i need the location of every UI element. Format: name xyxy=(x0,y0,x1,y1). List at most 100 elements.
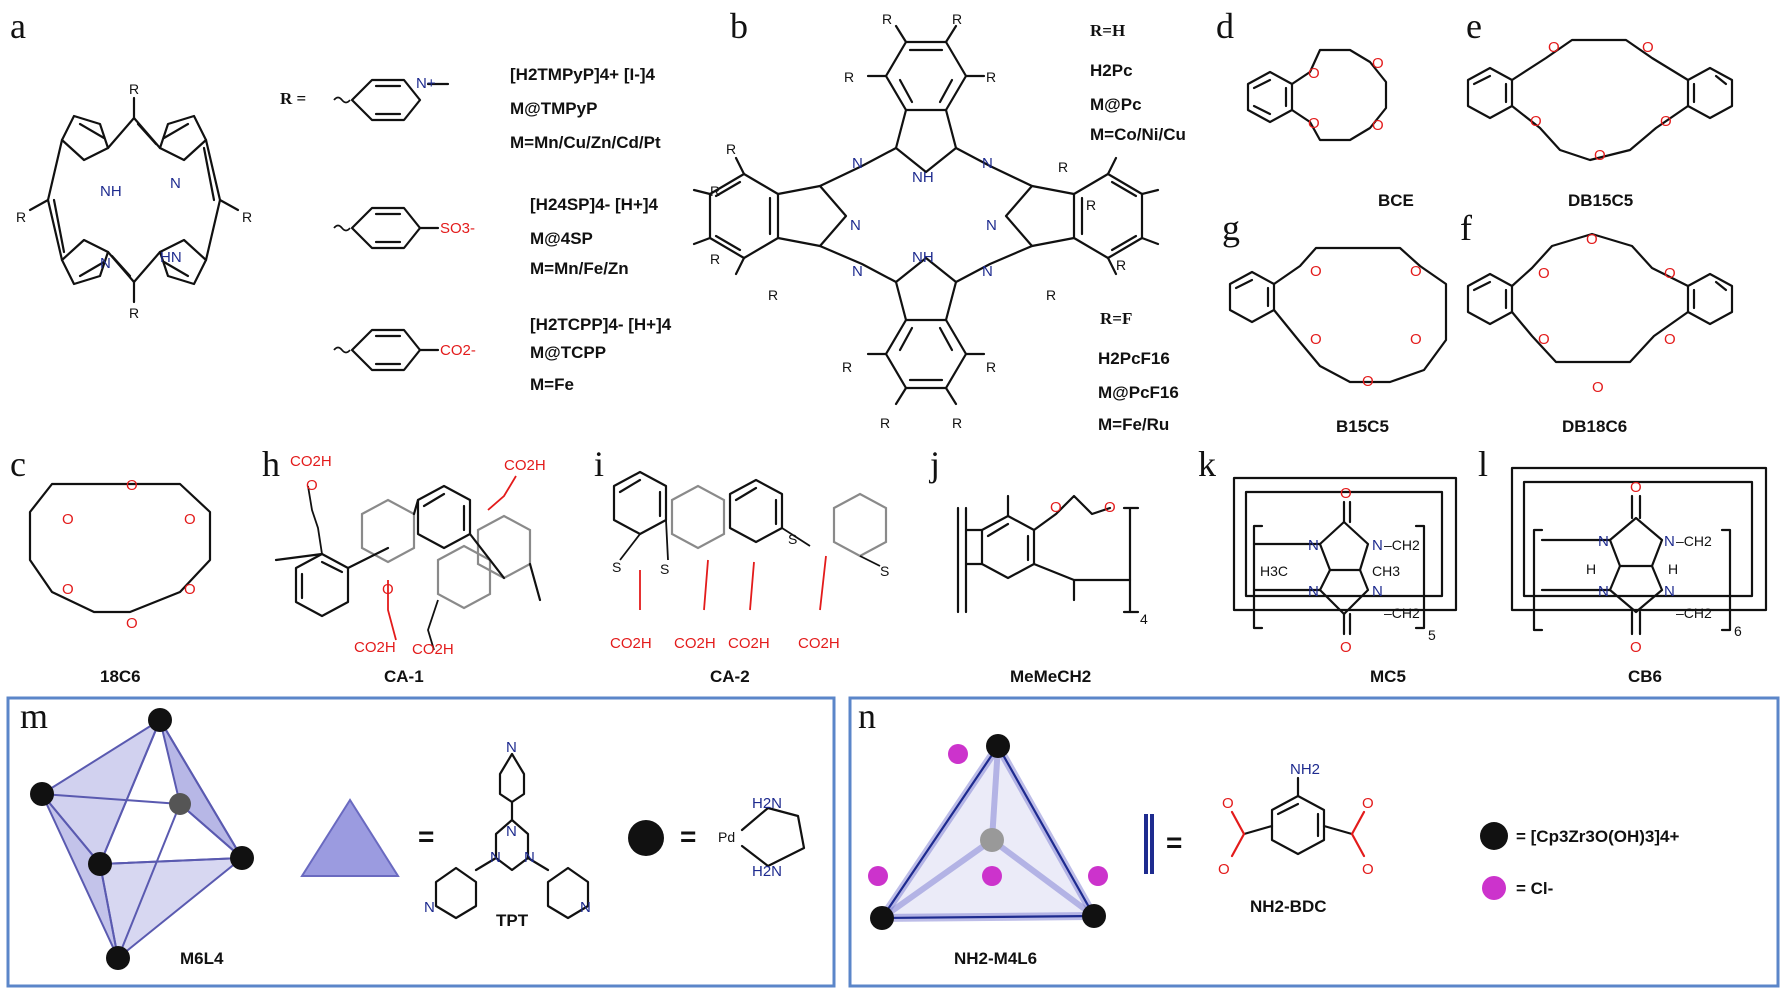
r-equals-label: R = xyxy=(280,89,306,108)
tpt-n-top: N xyxy=(506,739,517,756)
bce-o1: O xyxy=(1308,65,1320,82)
svg-text:R: R xyxy=(768,287,778,303)
nh2-m4l6-label: NH2-M4L6 xyxy=(954,949,1037,968)
porphyrin-r-left: R xyxy=(16,209,26,225)
porphyrin-structure xyxy=(28,96,240,304)
db18c6-structure xyxy=(1466,232,1734,364)
4sp-name: M@4SP xyxy=(530,229,593,248)
b15c5-name: B15C5 xyxy=(1336,417,1389,436)
b15c5-o3: O xyxy=(1310,331,1322,348)
bdc-o1: O xyxy=(1222,795,1234,812)
svg-text:R: R xyxy=(1086,197,1096,213)
db18c6-o5: O xyxy=(1664,331,1676,348)
tpt-n-left: N xyxy=(424,899,435,916)
ca2-structure xyxy=(612,470,888,611)
tpt-n-1: N xyxy=(506,823,517,840)
memech2-o2: O xyxy=(1104,499,1116,516)
memech2-structure xyxy=(956,494,1140,614)
mc5-o1: O xyxy=(1340,485,1352,502)
nh2-bdc-label: NH2-BDC xyxy=(1250,897,1327,916)
ca1-o-top: O xyxy=(306,477,318,494)
carboxylate-label: CO2- xyxy=(440,342,476,359)
porphyrin-n-bottom: N xyxy=(100,255,111,272)
pc-rh-label: R=H xyxy=(1090,21,1125,40)
svg-text:NH: NH xyxy=(912,169,934,186)
pyridinium-substituent xyxy=(333,78,450,122)
cb6-name: CB6 xyxy=(1628,667,1662,686)
svg-text:R: R xyxy=(710,183,720,199)
memech2-name: MeMeCH2 xyxy=(1010,667,1091,686)
svg-text:NH: NH xyxy=(912,249,934,266)
panel-letter-b: b xyxy=(730,6,748,46)
porphyrin-hn: HN xyxy=(160,249,182,266)
panel-letter-j: j xyxy=(928,444,940,484)
carboxylate-substituent xyxy=(333,328,440,372)
ca2-co2h-4: CO2H xyxy=(798,635,840,652)
memech2-o1: O xyxy=(1050,499,1062,516)
18c6-o5: O xyxy=(62,581,74,598)
svg-text:R: R xyxy=(882,11,892,27)
svg-text:N: N xyxy=(982,155,993,172)
ca1-structure xyxy=(274,475,542,651)
mc5-structure xyxy=(1232,476,1458,636)
tpt-n-right: N xyxy=(580,899,591,916)
panel-letter-h: h xyxy=(262,444,280,484)
cb6-ch2-2: –CH2 xyxy=(1676,605,1712,621)
bdc-o3: O xyxy=(1362,795,1374,812)
bdc-nh2: NH2 xyxy=(1290,761,1320,778)
db18c6-o1: O xyxy=(1538,265,1550,282)
ca1-co2h-3: CO2H xyxy=(354,639,396,656)
18c6-o4: O xyxy=(126,615,138,632)
mc5-sub: 5 xyxy=(1428,627,1436,643)
db18c6-name: DB18C6 xyxy=(1562,417,1627,436)
svg-text:R: R xyxy=(726,141,736,157)
panel-n-box xyxy=(848,696,1780,988)
mc5-n3: N xyxy=(1308,583,1319,600)
phthalocyanine-n-labels: N N N N NH NH N N xyxy=(850,155,997,280)
chloride-icon xyxy=(1482,876,1506,900)
18c6-name: 18C6 xyxy=(100,667,141,686)
mc5-name: MC5 xyxy=(1370,667,1406,686)
ca2-s2: S xyxy=(660,561,669,577)
cb6-n2: N xyxy=(1664,533,1675,550)
panel-letter-m: m xyxy=(20,696,48,736)
ca1-o-bottom: O xyxy=(382,581,394,598)
ca2-s1: S xyxy=(612,559,621,575)
panel-letter-l: l xyxy=(1478,444,1488,484)
ca2-co2h-1: CO2H xyxy=(610,635,652,652)
db15c5-name: DB15C5 xyxy=(1568,191,1633,210)
svg-text:R: R xyxy=(986,359,996,375)
bdc-o4: O xyxy=(1362,861,1374,878)
m-equals-1: = xyxy=(418,821,434,852)
tcpp-name: M@TCPP xyxy=(530,343,606,362)
ligand-bar-icon xyxy=(1144,814,1154,874)
svg-text:N: N xyxy=(986,217,997,234)
tmpyp-name: M@TMPyP xyxy=(510,99,597,118)
b15c5-o4: O xyxy=(1410,331,1422,348)
b15c5-o5: O xyxy=(1362,373,1374,390)
mc5-n2: N xyxy=(1372,537,1383,554)
memech2-sub: 4 xyxy=(1140,611,1148,627)
18c6-o6: O xyxy=(62,511,74,528)
tpt-n-2: N xyxy=(490,849,501,866)
svg-text:N: N xyxy=(852,263,863,280)
ca2-name: CA-2 xyxy=(710,667,750,686)
sulfonate-substituent xyxy=(333,206,440,250)
pc-metals: M=Co/Ni/Cu xyxy=(1090,125,1186,144)
mc5-o2: O xyxy=(1340,639,1352,656)
ca2-s3: S xyxy=(788,531,797,547)
porphyrin-r-bottom: R xyxy=(129,305,139,321)
svg-text:N: N xyxy=(852,155,863,172)
nh2-m4l6-tetrahedron xyxy=(868,734,1108,930)
sulfonate-label: SO3- xyxy=(440,220,475,237)
n-equals-1: = xyxy=(1166,827,1182,858)
panel-letter-k: k xyxy=(1198,444,1216,484)
mc5-n4: N xyxy=(1372,583,1383,600)
svg-text:R: R xyxy=(880,415,890,431)
pd-h2n-1: H2N xyxy=(752,795,782,812)
tpt-ligand-structure xyxy=(434,752,590,920)
cb6-h2: H xyxy=(1668,561,1678,577)
svg-text:R: R xyxy=(952,11,962,27)
db18c6-o4: O xyxy=(1538,331,1550,348)
